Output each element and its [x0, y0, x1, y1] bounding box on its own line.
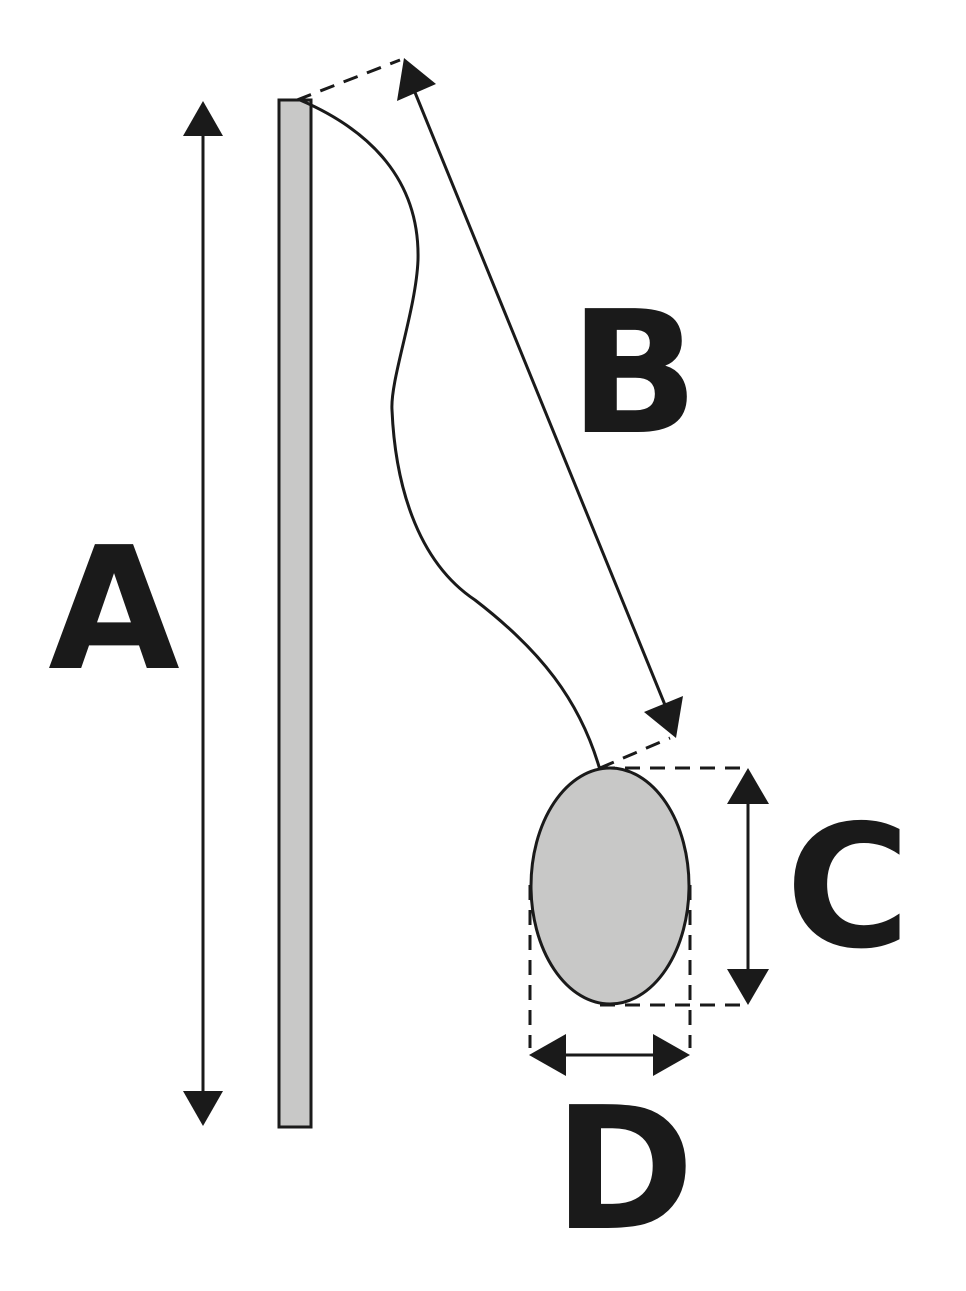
bob-bounding-guides [528, 766, 740, 1048]
dimension-a-arrow [183, 101, 223, 1126]
pendulum-bob [529, 766, 691, 1006]
vertical-rod [277, 98, 313, 1129]
dimension-b-extension-top [296, 58, 401, 102]
label-b: B [569, 275, 699, 473]
label-a: A [48, 511, 180, 709]
dimension-c-arrow [727, 768, 769, 1005]
dimension-b-extension-bottom [599, 736, 671, 770]
dimension-b-arrow [397, 58, 683, 738]
label-d: D [553, 1071, 694, 1269]
dimension-d-arrow [529, 1034, 690, 1076]
label-c: C [786, 789, 911, 987]
pendulum-cord [299, 98, 602, 771]
